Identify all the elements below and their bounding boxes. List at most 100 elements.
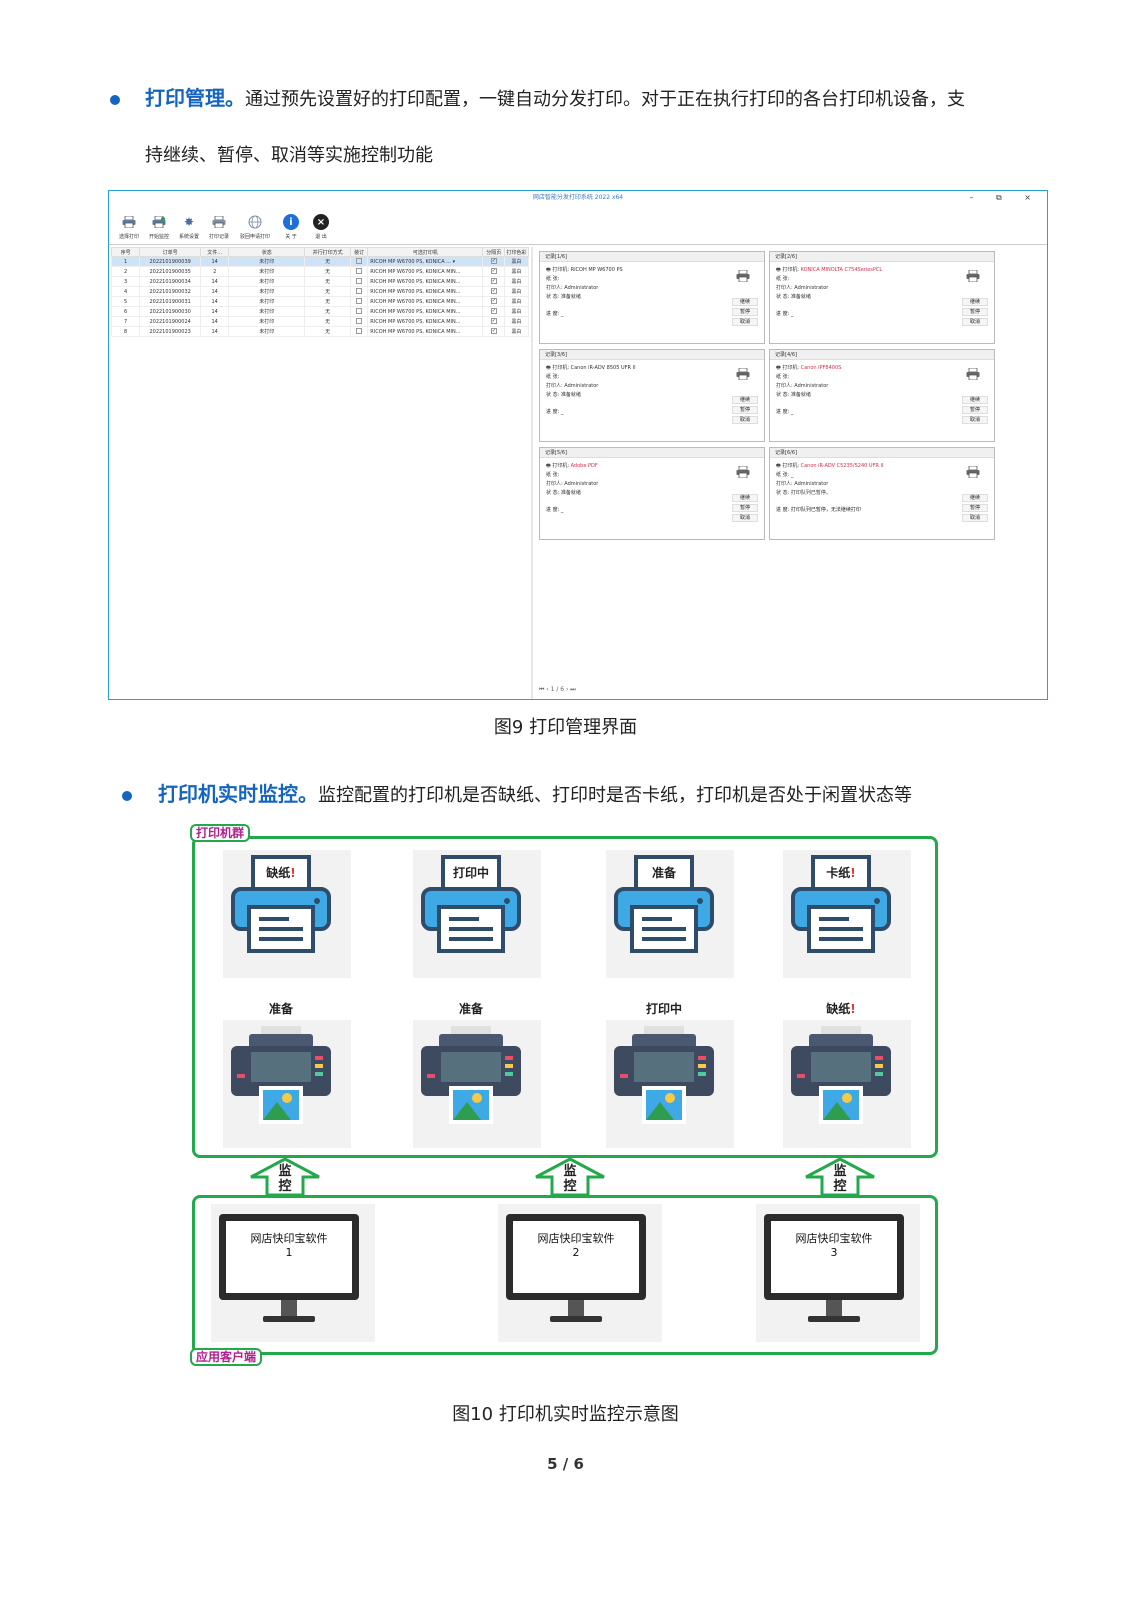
table-cell[interactable]: 2 xyxy=(110,266,141,277)
table-cell[interactable]: RICOH MP W6700 PS, KONICA MIN... xyxy=(367,296,484,307)
table-cell[interactable]: ✓ xyxy=(482,326,506,337)
table-cell[interactable]: 7 xyxy=(110,316,141,327)
col-header[interactable]: 订单号 xyxy=(139,247,202,257)
toolbar-print-log-button[interactable]: 打印记录 xyxy=(205,205,233,244)
table-cell[interactable] xyxy=(349,286,369,297)
table-cell[interactable]: 黑白 xyxy=(504,256,529,267)
checkbox[interactable]: ✓ xyxy=(490,278,497,285)
table-cell[interactable]: 8 xyxy=(110,326,141,337)
table-cell[interactable]: 2022101900030 xyxy=(139,306,202,317)
table-cell[interactable]: RICOH MP W6700 PS, KONICA MIN... xyxy=(367,316,484,327)
pause-button[interactable]: 暂停 xyxy=(962,504,988,512)
table-cell[interactable]: 5 xyxy=(110,296,141,307)
table-cell[interactable]: 2022101900031 xyxy=(139,296,202,307)
table-cell[interactable]: 未打印 xyxy=(228,266,306,277)
table-cell[interactable]: 未打印 xyxy=(228,276,306,287)
table-cell[interactable]: ✓ xyxy=(482,296,506,307)
continue-button[interactable]: 继续 xyxy=(732,298,758,306)
table-cell[interactable]: 黑白 xyxy=(504,316,529,327)
toolbar-settings-button[interactable]: ✸ 系统设置 xyxy=(178,215,199,240)
table-cell[interactable]: 无 xyxy=(304,256,351,267)
table-cell[interactable]: ✓ xyxy=(482,266,506,277)
table-cell[interactable]: 未打印 xyxy=(228,306,306,317)
table-cell[interactable] xyxy=(349,326,369,337)
table-cell[interactable]: 2022101900039 xyxy=(139,256,202,267)
continue-button[interactable]: 继续 xyxy=(962,494,988,502)
checkbox[interactable] xyxy=(356,268,363,275)
checkbox[interactable]: ✓ xyxy=(490,328,497,335)
checkbox[interactable] xyxy=(356,258,363,265)
toolbar-start-monitor-button[interactable]: 开始监控 xyxy=(145,205,173,244)
pane-divider[interactable] xyxy=(531,247,533,699)
table-cell[interactable]: 14 xyxy=(200,256,230,267)
col-header[interactable]: 状态 xyxy=(228,247,306,257)
cancel-button[interactable]: 取消 xyxy=(732,416,758,424)
cancel-button[interactable]: 取消 xyxy=(962,514,988,522)
table-cell[interactable]: 无 xyxy=(304,276,351,287)
col-header[interactable]: 装订 xyxy=(349,247,369,257)
table-cell[interactable]: 2 xyxy=(200,266,230,277)
checkbox[interactable]: ✓ xyxy=(490,288,497,295)
table-cell[interactable] xyxy=(349,266,369,277)
table-cell[interactable]: 14 xyxy=(200,276,230,287)
table-cell[interactable]: 黑白 xyxy=(504,306,529,317)
cancel-button[interactable]: 取消 xyxy=(962,416,988,424)
continue-button[interactable]: 继续 xyxy=(732,396,758,404)
table-cell[interactable]: 无 xyxy=(304,326,351,337)
pause-button[interactable]: 暂停 xyxy=(962,308,988,316)
table-cell[interactable]: 黑白 xyxy=(504,286,529,297)
table-cell[interactable]: RICOH MP W6700 PS, KONICA MIN... xyxy=(367,286,484,297)
col-header[interactable]: 并行打印方式 xyxy=(304,247,351,257)
pager[interactable]: ⏮ ‹ 1 / 6 › ⏭ xyxy=(539,686,576,693)
checkbox[interactable] xyxy=(356,328,363,335)
toolbar-exit-button[interactable]: × 退 出 xyxy=(307,205,335,244)
checkbox[interactable] xyxy=(356,318,363,325)
table-cell[interactable]: RICOH MP W6700 PS, KONICA MIN... xyxy=(367,266,484,277)
pause-button[interactable]: 暂停 xyxy=(732,504,758,512)
table-cell[interactable]: RICOH MP W6700 PS, KONICA MIN... xyxy=(367,306,484,317)
checkbox[interactable]: ✓ xyxy=(490,268,497,275)
table-cell[interactable]: 2022101900024 xyxy=(139,316,202,327)
table-cell[interactable]: 未打印 xyxy=(228,256,306,267)
cancel-button[interactable]: 取消 xyxy=(732,514,758,522)
table-cell[interactable]: 14 xyxy=(200,316,230,327)
table-cell[interactable]: 1 xyxy=(110,256,141,267)
table-cell[interactable]: RICOH MP W6700 PS, KONICA MIN... xyxy=(367,326,484,337)
table-cell[interactable]: 无 xyxy=(304,296,351,307)
table-cell[interactable]: ✓ xyxy=(482,306,506,317)
checkbox[interactable]: ✓ xyxy=(490,258,497,265)
pause-button[interactable]: 暂停 xyxy=(962,406,988,414)
continue-button[interactable]: 继续 xyxy=(732,494,758,502)
continue-button[interactable]: 继续 xyxy=(962,298,988,306)
checkbox[interactable] xyxy=(356,298,363,305)
table-cell[interactable]: 4 xyxy=(110,286,141,297)
toolbar-reject-print-button[interactable]: 驳回申请打印 xyxy=(235,205,275,244)
col-header[interactable]: 打印色彩 xyxy=(504,247,529,257)
table-cell[interactable] xyxy=(349,276,369,287)
pause-button[interactable]: 暂停 xyxy=(732,308,758,316)
table-cell[interactable]: 14 xyxy=(200,326,230,337)
table-cell[interactable]: 2022101900034 xyxy=(139,276,202,287)
col-header[interactable]: 可选打印机 xyxy=(367,247,484,257)
table-cell[interactable]: 黑白 xyxy=(504,266,529,277)
table-cell[interactable] xyxy=(349,296,369,307)
table-cell[interactable]: 3 xyxy=(110,276,141,287)
table-cell[interactable]: 无 xyxy=(304,306,351,317)
table-cell[interactable]: 2022101900035 xyxy=(139,266,202,277)
checkbox[interactable]: ✓ xyxy=(490,308,497,315)
col-header[interactable]: 分隔页 xyxy=(482,247,506,257)
table-cell[interactable]: 未打印 xyxy=(228,296,306,307)
table-cell[interactable]: 未打印 xyxy=(228,316,306,327)
table-cell[interactable]: 黑白 xyxy=(504,296,529,307)
checkbox[interactable] xyxy=(356,278,363,285)
toolbar-select-print-button[interactable]: 选择打印 xyxy=(115,205,143,244)
checkbox[interactable] xyxy=(356,308,363,315)
table-cell[interactable]: ✓ xyxy=(482,316,506,327)
